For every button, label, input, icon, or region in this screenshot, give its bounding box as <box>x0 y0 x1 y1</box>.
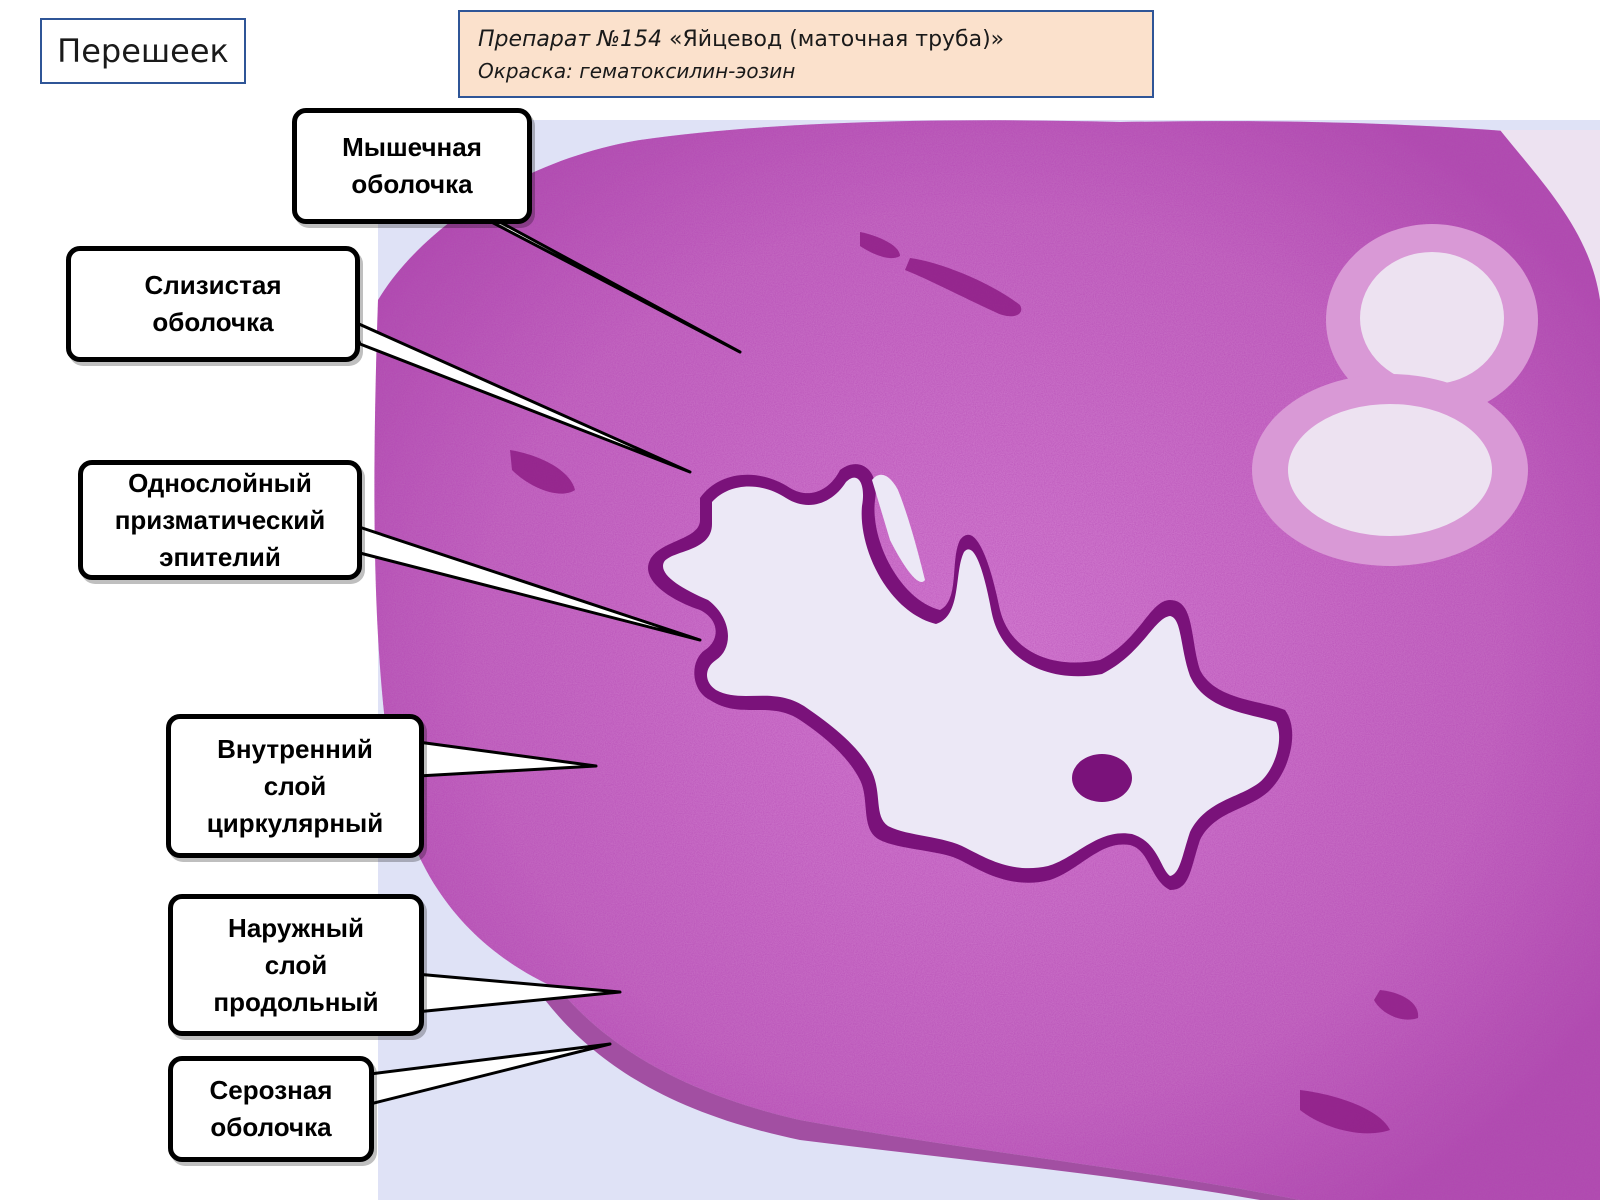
slide-title-line: Препарат №154 «Яйцевод (маточная труба)» <box>478 27 1005 52</box>
label-inner-circular-layer: Внутренний слой циркулярный <box>166 714 424 858</box>
label-outer-longitudinal-layer: Наружный слой продольный <box>168 894 424 1036</box>
slide-info-box: Препарат №154 «Яйцевод (маточная труба)»… <box>458 10 1154 98</box>
serosa-band <box>545 990 1300 1200</box>
label-mucosa: Слизистая оболочка <box>66 246 360 362</box>
stain-line: Окраска: гематоксилин-эозин <box>478 59 796 83</box>
blood-vessels <box>1252 130 1600 566</box>
label-epithelium: Однослойный призматический эпителий <box>78 460 362 580</box>
leader-lines <box>348 214 742 1106</box>
label-serosa: Серозная оболочка <box>168 1056 374 1162</box>
label-muscular-layer: Мышечная оболочка <box>292 108 532 224</box>
lumen <box>648 464 1293 890</box>
dark-folds <box>510 232 1419 1134</box>
section-title: Перешеек <box>40 18 246 84</box>
